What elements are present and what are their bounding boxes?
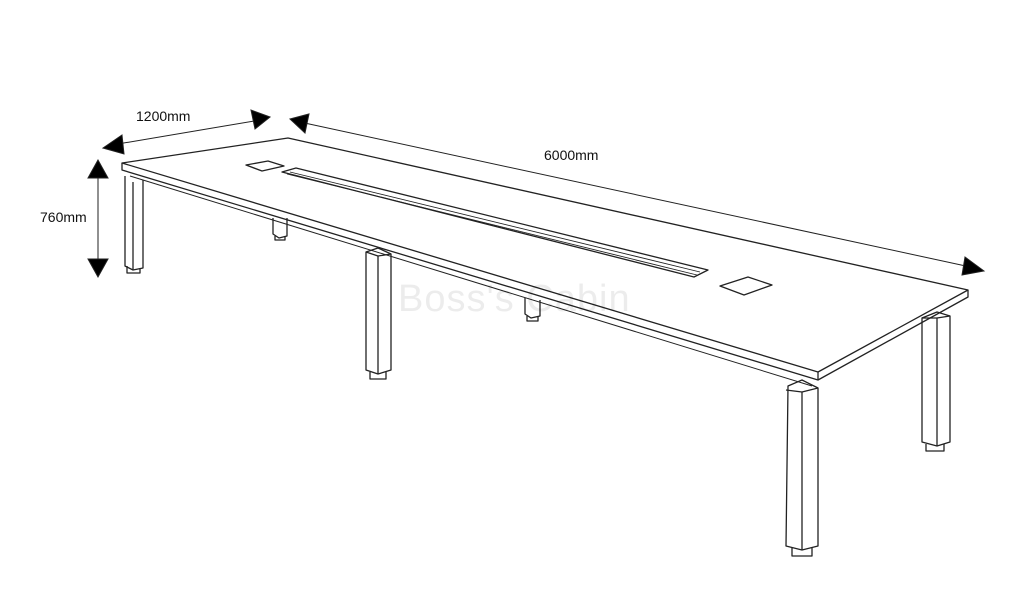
watermark: Boss's Cabin (398, 278, 631, 320)
depth-dimension-arrow (101, 109, 272, 155)
front-left-leg (124, 176, 144, 274)
back-right-leg (921, 311, 951, 452)
depth-label: 1200mm (136, 108, 191, 124)
cable-slot (281, 167, 709, 278)
length-label: 6000mm (544, 147, 599, 163)
power-box-left (245, 160, 285, 172)
back-left-leg (272, 218, 288, 241)
height-dimension-arrow (87, 158, 109, 279)
tabletop (121, 137, 969, 387)
length-dimension-arrow (288, 113, 986, 276)
front-middle-leg (365, 247, 392, 380)
height-label: 760mm (40, 209, 87, 225)
front-right-leg (785, 379, 819, 557)
power-box-right (719, 276, 773, 296)
back-middle-leg (524, 298, 541, 322)
